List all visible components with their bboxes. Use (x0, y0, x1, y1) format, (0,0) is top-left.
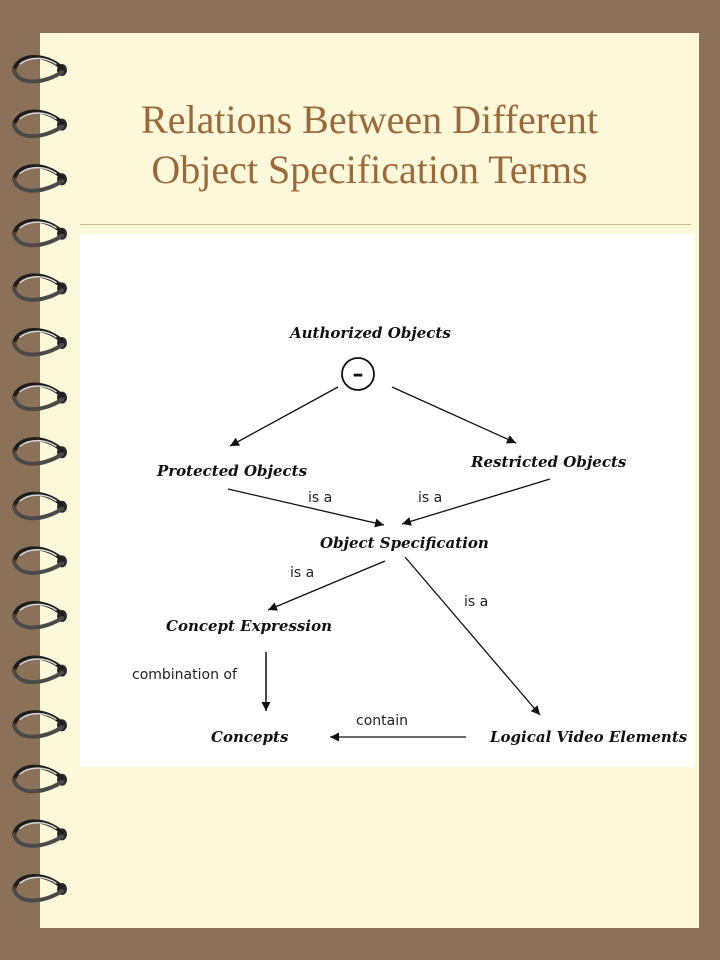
edge-objectspec-conceptexpr (267, 560, 386, 611)
edge-restricted-objectspec (401, 478, 551, 526)
node-restricted-objects: Restricted Objects (470, 453, 627, 471)
spiral-ring (12, 164, 67, 193)
spiral-ring (12, 655, 67, 684)
edge-objectspec-logicalvideo (404, 556, 541, 716)
spiral-ring (12, 819, 67, 848)
minus-circle-icon (341, 357, 375, 391)
spiral-ring (12, 109, 67, 138)
label-contain: contain (356, 713, 408, 729)
spiral-ring (12, 218, 67, 248)
edge-authorized-protected (229, 386, 339, 447)
relations-diagram: – Authorized Objects Protected Objects R… (80, 234, 695, 767)
spiral-ring (12, 437, 67, 466)
spiral-binding (12, 54, 67, 903)
diagram-svg: – Authorized Objects Protected Objects R… (132, 324, 688, 746)
spiral-ring (12, 546, 67, 575)
edge-authorized-restricted (391, 386, 517, 444)
label-combination-of: combination of (132, 667, 238, 683)
label-conceptexpr-isa: is a (290, 565, 314, 581)
edge-protected-objectspec (227, 488, 385, 528)
node-protected-objects: Protected Objects (156, 462, 308, 480)
node-logical-video-elements: Logical Video Elements (489, 728, 688, 746)
spiral-ring (12, 54, 67, 84)
title-divider (80, 224, 691, 225)
spiral-ring (12, 491, 67, 521)
node-concepts: Concepts (211, 728, 289, 746)
spiral-ring (12, 764, 67, 794)
notebook-page: Relations Between Different Object Speci… (40, 33, 699, 928)
label-protected-isa: is a (308, 490, 332, 506)
spiral-ring (12, 382, 67, 411)
label-restricted-isa: is a (418, 490, 442, 506)
spiral-ring (12, 873, 67, 903)
node-object-specification: Object Specification (320, 534, 489, 552)
label-logicalvideo-isa: is a (464, 594, 488, 610)
spiral-ring (12, 710, 67, 739)
node-concept-expression: Concept Expression (166, 617, 332, 635)
spiral-ring (12, 273, 67, 302)
title-line-2: Object Specification Terms (151, 147, 588, 192)
slide-title: Relations Between Different Object Speci… (40, 95, 699, 195)
title-line-1: Relations Between Different (141, 97, 598, 142)
spiral-ring (12, 327, 67, 357)
node-authorized-objects: Authorized Objects (288, 324, 451, 342)
spiral-ring (12, 600, 67, 630)
minus-symbol: – (353, 362, 364, 387)
